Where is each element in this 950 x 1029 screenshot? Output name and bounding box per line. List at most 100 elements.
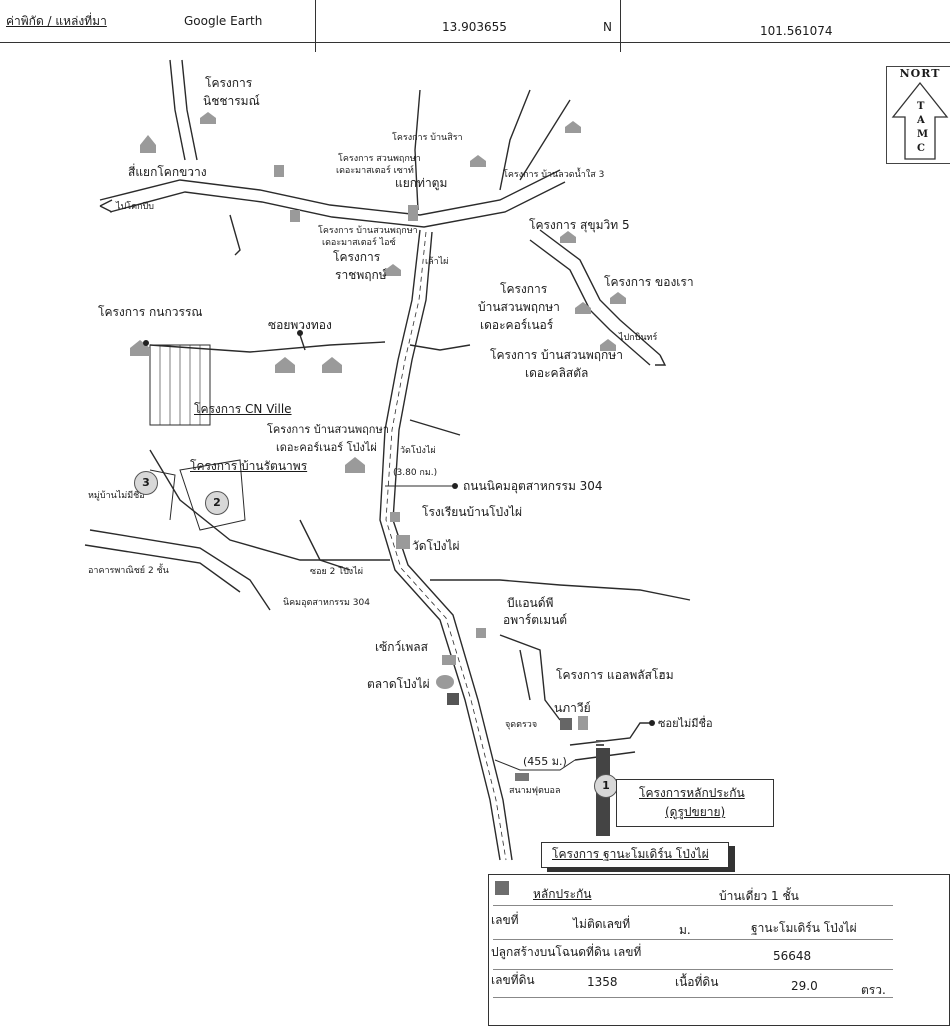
road-south-1 bbox=[229, 214, 241, 256]
info-moo-label: ม. bbox=[679, 923, 691, 937]
coordinate-header: ค่าพิกัด / แหล่งที่มา Google Earth 13.90… bbox=[0, 0, 950, 56]
house-icon bbox=[322, 357, 342, 373]
building-icon bbox=[274, 165, 284, 177]
map-label-nikhom-304: นิคมอุตสาหกรรม 304 bbox=[283, 598, 370, 608]
map-label-commercial: อาคารพาณิชย์ 2 ชั้น bbox=[88, 566, 169, 576]
map-label-nitcharamon: นิชชารมณ์ bbox=[203, 94, 260, 108]
map-label-khongrao: โครงการ ของเรา bbox=[604, 275, 694, 289]
latitude-value: 13.903655 bbox=[442, 20, 507, 34]
marker-1: 1 bbox=[594, 774, 618, 798]
map-label-apartment: อพาร์ตเมนต์ bbox=[503, 613, 568, 627]
road-east bbox=[539, 229, 661, 356]
market-icon bbox=[447, 693, 459, 705]
road-west-2 bbox=[84, 544, 241, 593]
map-label-ponghpai-corner: โครงการ บ้านสวนพฤกษา bbox=[267, 423, 389, 436]
highway-east-west bbox=[109, 181, 566, 228]
map-label-school: โรงเรียนบ้านโป่งไผ่ bbox=[422, 505, 523, 519]
road-soi-phuangthong bbox=[149, 341, 386, 353]
north-arrow-letter: C bbox=[917, 143, 925, 154]
map-label-suanphruk-corner: บ้านสวนพฤกษา bbox=[478, 300, 560, 314]
longitude-value: 101.561074 bbox=[760, 24, 833, 38]
map-label-sukhumvit5: โครงการ สุขุมวิท 5 bbox=[529, 218, 630, 232]
building-icon bbox=[476, 628, 486, 638]
map-label-crystal: เดอะคลิสตัล bbox=[525, 366, 589, 380]
info-project-value: ฐานะโมเดิร์น โป่งไผ่ bbox=[751, 921, 857, 935]
pin-icon bbox=[143, 340, 149, 346]
info-title: หลักประกัน bbox=[533, 887, 592, 901]
header-divider bbox=[620, 0, 621, 52]
info-deed-label: ปลูกสร้างบนโฉนดที่ดิน เลขที่ bbox=[491, 945, 642, 959]
main-road-centerline bbox=[385, 231, 507, 861]
pin-icon bbox=[452, 483, 458, 489]
map-label-ratchaphruk: ราชพฤกษ์ bbox=[335, 268, 387, 282]
road-spur bbox=[299, 334, 306, 351]
map-label-small: วัดโป่งไผ่ bbox=[400, 446, 436, 456]
collateral-callout: โครงการหลักประกัน (ดูรูปขยาย) bbox=[616, 779, 774, 827]
map-label-suanphruk-corner: เดอะคอร์เนอร์ bbox=[480, 318, 554, 332]
north-arrow: NORT T A M C bbox=[886, 66, 950, 164]
house-icon bbox=[200, 112, 216, 124]
pin-icon bbox=[649, 720, 655, 726]
map-label-allplus: โครงการ แอลพลัสโฮม bbox=[556, 668, 674, 682]
house-icon bbox=[610, 292, 626, 304]
cn-ville-plot-lines bbox=[159, 345, 201, 425]
house-icon bbox=[600, 339, 616, 351]
traffic-light-icon bbox=[408, 205, 418, 221]
temple-icon bbox=[396, 535, 410, 549]
road-north-2 bbox=[414, 89, 421, 211]
road-north-3 bbox=[499, 89, 531, 191]
coordinate-label: ค่าพิกัด / แหล่งที่มา bbox=[6, 14, 107, 28]
map-label-moo-ban: หมู่บ้านไม่มีชื่อ bbox=[88, 491, 145, 501]
map-label-soi-nameless: ซอยไม่มีชื่อ bbox=[658, 717, 713, 730]
thana-project-label-box: โครงการ ฐานะโมเดิร์น โป่งไผ่ bbox=[541, 842, 729, 868]
map-label-ratchaphruk: โครงการ bbox=[333, 250, 381, 264]
map-label-nitcharamon: โครงการ bbox=[205, 76, 253, 90]
marker-3: 3 bbox=[134, 471, 158, 495]
collateral-callout-title: โครงการหลักประกัน bbox=[639, 786, 745, 800]
north-arrow-letter: A bbox=[917, 115, 925, 126]
info-divider bbox=[493, 997, 893, 998]
map-label-small: โครงการ บ้านสิรา bbox=[392, 133, 463, 143]
info-no-value: ไม่ติดเลขที่ bbox=[573, 917, 631, 931]
moo-ban-road bbox=[149, 469, 176, 521]
info-divider bbox=[493, 939, 893, 940]
map-label-cn-ville: โครงการ CN Ville bbox=[194, 402, 292, 416]
highway-east-west bbox=[99, 169, 561, 216]
house-icon bbox=[275, 357, 295, 373]
info-area-label: เนื้อที่ดิน bbox=[675, 975, 719, 989]
map-label-yaek-tha-tum: แยกท่าตูม bbox=[395, 176, 448, 190]
north-arrow-letter: T bbox=[917, 101, 925, 112]
map-label-soi2: ซอย 2 โป่งไผ่ bbox=[310, 567, 363, 577]
latitude-direction: N bbox=[603, 20, 612, 34]
north-arrow-letter: M bbox=[917, 129, 929, 140]
map-label-small: เดอะมาสเตอร์ เซาท์ bbox=[336, 166, 414, 176]
road-east-3 bbox=[499, 634, 561, 721]
map-label-temple: วัดโป่งไผ่ bbox=[412, 539, 460, 553]
road-east-3 bbox=[519, 649, 531, 701]
main-road-304 bbox=[379, 229, 501, 861]
house-icon bbox=[345, 457, 365, 473]
rattana-plot bbox=[179, 459, 246, 531]
map-label-small: เดอะมาสเตอร์ ไอซ์ bbox=[322, 238, 396, 248]
header-divider bbox=[315, 0, 316, 52]
road-north-1 bbox=[169, 59, 186, 161]
map-label-market: ตลาดโป่งไผ่ bbox=[367, 677, 430, 691]
map-label-road-304: ถนนนิคมอุตสาหกรรม 304 bbox=[463, 479, 603, 493]
map-label-seven-place: เซ้กว์เพลส bbox=[375, 640, 428, 654]
market-icon bbox=[436, 675, 454, 689]
arrow-east bbox=[655, 354, 667, 366]
map-label-small: โครงการ สวนพฤกษา bbox=[338, 154, 421, 164]
map-label-soi-phuangthong: ซอยพวงทอง bbox=[268, 318, 332, 332]
temple-icon bbox=[140, 135, 156, 153]
building-icon bbox=[442, 655, 456, 665]
road-branch bbox=[409, 419, 461, 436]
map-label-small: เล้าไผ่ bbox=[425, 257, 449, 267]
road-east-2 bbox=[430, 579, 691, 601]
map-label-small: สนามฟุตบอล bbox=[509, 786, 561, 796]
road-soi2 bbox=[299, 519, 351, 571]
map-label-small: โครงการ บ้านสวนพฤกษา bbox=[318, 226, 418, 236]
map-label-distance-2: (455 ม.) bbox=[523, 755, 567, 768]
info-divider bbox=[493, 969, 893, 970]
map-label-small: ไปกบินทร์ bbox=[619, 333, 658, 343]
map-label-small: จุดตรวจ bbox=[505, 720, 538, 730]
